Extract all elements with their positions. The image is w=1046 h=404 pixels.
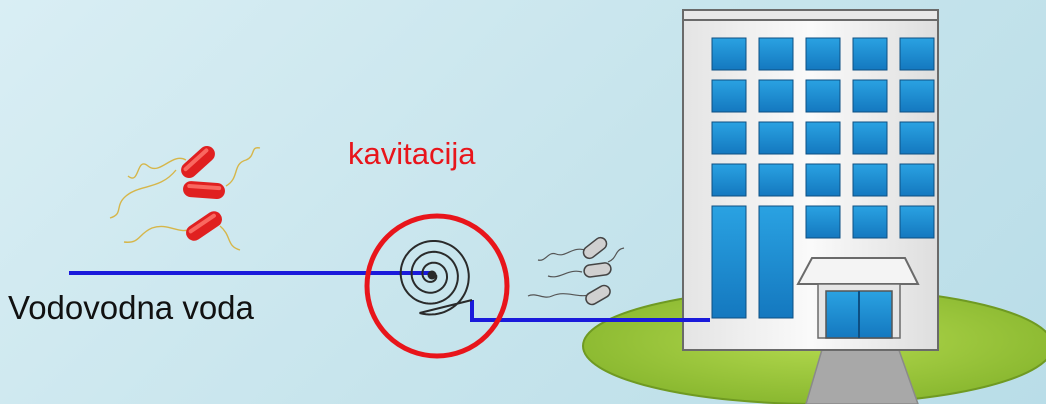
building-window [758, 163, 794, 197]
building-window [805, 121, 841, 155]
inactivated-bacteria-icon [527, 236, 625, 306]
building-window [711, 163, 747, 197]
building-window [852, 79, 888, 113]
building-window [805, 79, 841, 113]
building-window [852, 163, 888, 197]
cavitation-ring [364, 213, 510, 359]
building-window [852, 205, 888, 239]
building-window [758, 79, 794, 113]
building-tall-window [758, 205, 794, 319]
window-grid [711, 37, 935, 319]
live-bacteria-icon [109, 145, 261, 251]
building-tall-window [711, 205, 747, 319]
building-window [899, 163, 935, 197]
building-window [758, 121, 794, 155]
building-window [899, 79, 935, 113]
building-window [805, 37, 841, 71]
building-window [711, 121, 747, 155]
building-icon [682, 9, 939, 351]
building-window [711, 79, 747, 113]
building-window [852, 37, 888, 71]
building-window [711, 37, 747, 71]
entrance-canopy [796, 257, 920, 285]
building-window [899, 205, 935, 239]
building-window [805, 205, 841, 239]
building-window [899, 37, 935, 71]
outlet-pipe [470, 300, 710, 322]
building-window [899, 121, 935, 155]
tap-water-label: Vodovodna voda [8, 289, 254, 326]
building-window [758, 37, 794, 71]
cavitation-label: kavitacija [348, 136, 476, 171]
cavitation-spiral-icon [399, 240, 473, 316]
building-window [852, 121, 888, 155]
building-window [805, 163, 841, 197]
